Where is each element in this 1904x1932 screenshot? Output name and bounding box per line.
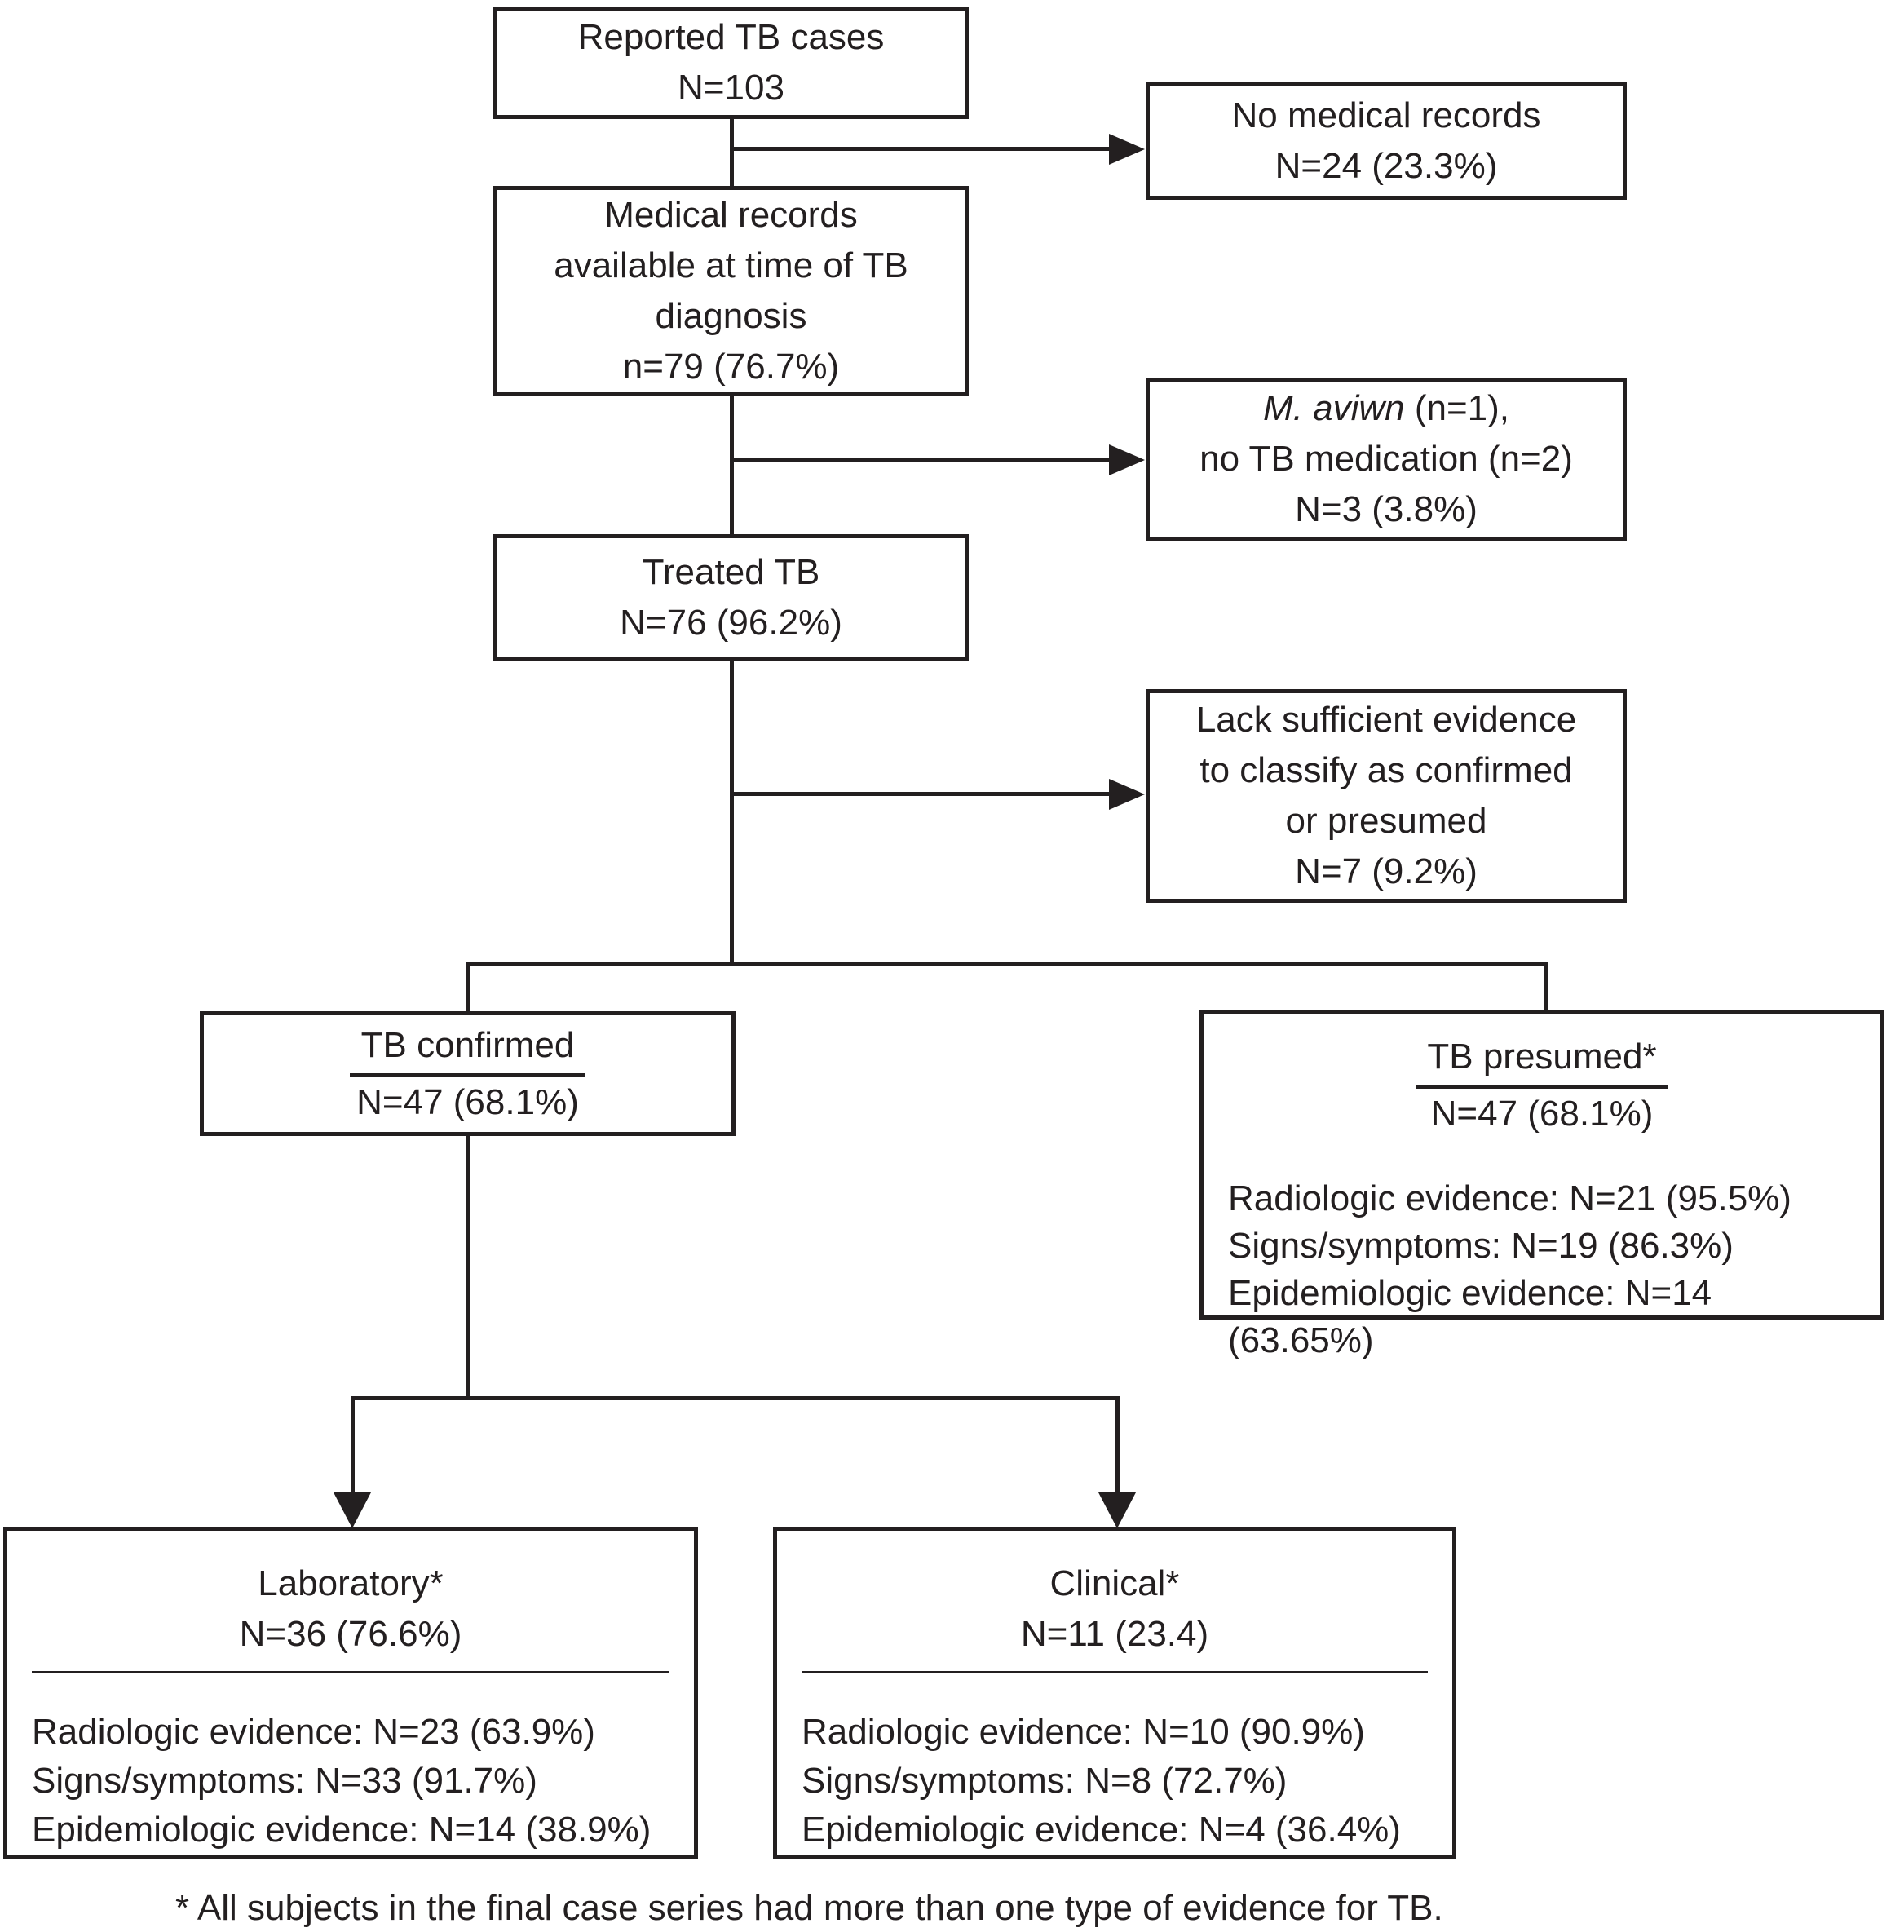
node-tb-presumed: TB presumed* N=47 (68.1%) Radiologic evi… [1199, 1010, 1884, 1360]
drop-to-presumed [1544, 962, 1548, 1011]
node-m-avium-no-medication: M. aviwn (n=1), no TB medication (n=2) N… [1146, 378, 1627, 541]
node-lack-sufficient-evidence: Lack sufficient evidence to classify as … [1146, 689, 1627, 903]
evidence-item: Epidemiologic evidence: N=14 (63.65%) [1228, 1273, 1712, 1360]
divider [802, 1671, 1428, 1673]
branch-no-records-line [732, 147, 1115, 151]
node-label: or presumed [1285, 801, 1487, 841]
node-title-text: Laboratory* [258, 1563, 444, 1603]
node-medical-records-available: Medical records available at time of TB … [493, 186, 969, 396]
node-title: Laboratory* [32, 1558, 669, 1609]
connector-reported-to-medical [730, 119, 734, 188]
node-laboratory: Laboratory* N=36 (76.6%) Radiologic evid… [3, 1527, 698, 1859]
node-label: to classify as confirmed [1199, 750, 1573, 790]
branch-m-avium-line [732, 458, 1115, 462]
node-label: Reported TB cases [577, 17, 885, 57]
node-title: Clinical* [802, 1558, 1428, 1609]
node-count: N=11 (23.4) [1020, 1614, 1209, 1654]
evidence-item: Epidemiologic evidence: N=4 (36.4%) [802, 1810, 1401, 1850]
connector-confirmed-to-split [466, 1134, 470, 1400]
node-title-text: Clinical* [1049, 1563, 1180, 1603]
node-title-text: TB presumed* [1416, 1034, 1668, 1089]
node-title-text: TB confirmed [349, 1023, 586, 1077]
node-label: available at time of TB [554, 245, 908, 285]
node-count: N=47 (68.1%) [356, 1081, 579, 1122]
evidence-item: Signs/symptoms: N=19 (86.3%) [1228, 1226, 1734, 1266]
node-label: M. aviwn (n=1), [1263, 383, 1509, 434]
evidence-list: Radiologic evidence: N=23 (63.9%) Signs/… [32, 1708, 669, 1855]
node-tb-confirmed: TB confirmed N=47 (68.1%) [200, 1011, 736, 1136]
evidence-item: Signs/symptoms: N=33 (91.7%) [32, 1761, 537, 1801]
node-title: TB confirmed [349, 1020, 586, 1077]
node-count: N=24 (23.3%) [1274, 145, 1498, 186]
evidence-item: Epidemiologic evidence: N=14 (38.9%) [32, 1810, 652, 1850]
drop-to-confirmed [466, 962, 470, 1013]
evidence-list: Radiologic evidence: N=21 (95.5%) Signs/… [1228, 1175, 1856, 1364]
node-label: No medical records [1231, 95, 1541, 135]
node-label: diagnosis [655, 296, 807, 336]
drop-to-clinical [1115, 1396, 1120, 1496]
node-label-rest: (n=1), [1404, 388, 1509, 428]
connector-treated-to-split [730, 661, 734, 966]
evidence-list: Radiologic evidence: N=10 (90.9%) Signs/… [802, 1708, 1428, 1855]
footnote: * All subjects in the final case series … [175, 1888, 1443, 1928]
node-label: Treated TB [642, 552, 820, 592]
arrow-right-icon [1109, 444, 1145, 475]
evidence-item: Signs/symptoms: N=8 (72.7%) [802, 1761, 1288, 1801]
node-label: Medical records [604, 195, 858, 235]
arrow-right-icon [1109, 134, 1145, 165]
node-label: Lack sufficient evidence [1195, 700, 1577, 740]
node-count: N=76 (96.2%) [620, 603, 842, 643]
branch-lack-line [732, 792, 1115, 796]
arrow-right-icon [1109, 779, 1145, 810]
evidence-item: Radiologic evidence: N=23 (63.9%) [32, 1712, 595, 1752]
node-count: N=36 (76.6%) [239, 1614, 462, 1654]
node-count: N=7 (9.2%) [1295, 851, 1478, 891]
arrow-down-icon [1098, 1492, 1136, 1528]
arrow-down-icon [334, 1492, 371, 1528]
drop-to-laboratory [351, 1396, 355, 1496]
node-count: N=3 (3.8%) [1295, 489, 1478, 529]
node-count: n=79 (76.7%) [622, 347, 840, 387]
split-confirmed-presumed-line [466, 962, 1548, 966]
divider [32, 1671, 669, 1673]
species-name-italic: M. aviwn [1263, 388, 1405, 428]
node-count: N=103 [678, 68, 784, 108]
node-clinical: Clinical* N=11 (23.4) Radiologic evidenc… [773, 1527, 1456, 1859]
connector-medical-to-treated [730, 396, 734, 536]
node-label: no TB medication (n=2) [1199, 439, 1573, 479]
evidence-item: Radiologic evidence: N=10 (90.9%) [802, 1712, 1365, 1752]
split-laboratory-clinical-line [351, 1396, 1120, 1400]
node-count: N=47 (68.1%) [1430, 1094, 1654, 1134]
node-treated-tb: Treated TB N=76 (96.2%) [493, 534, 969, 661]
node-title: TB presumed* [1228, 1032, 1856, 1089]
node-reported-tb-cases: Reported TB cases N=103 [493, 7, 969, 119]
node-no-medical-records: No medical records N=24 (23.3%) [1146, 82, 1627, 200]
evidence-item: Radiologic evidence: N=21 (95.5%) [1228, 1178, 1791, 1218]
